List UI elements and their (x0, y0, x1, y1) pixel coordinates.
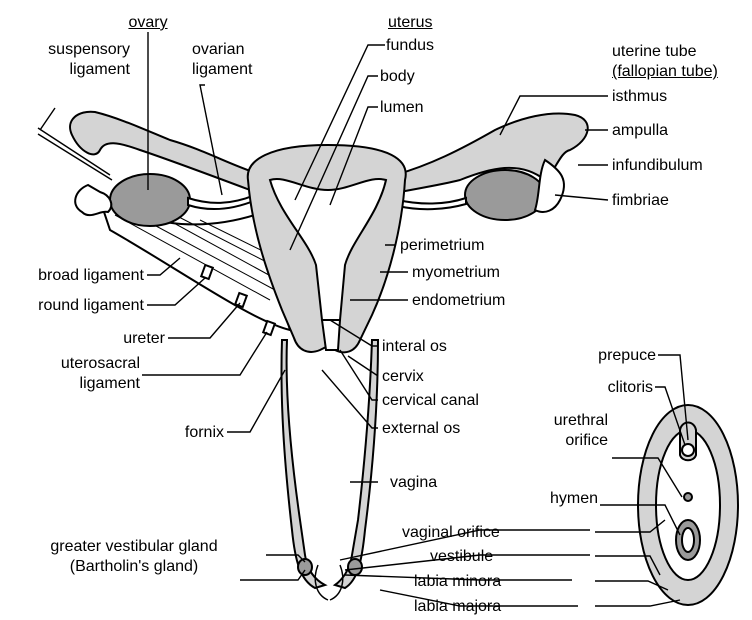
label-clitoris: clitoris (560, 379, 653, 396)
label-round-ligament: round ligament (0, 297, 144, 314)
left-ovarian-ligament-cord (188, 195, 256, 209)
right-bartholin-gland (348, 559, 362, 575)
label-suspensory-1: suspensory (10, 41, 130, 58)
label-suspensory-2: ligament (10, 61, 130, 78)
label-greater-vestibular-1: greater vestibular gland (0, 538, 268, 555)
vagina-walls (281, 340, 325, 588)
label-perimetrium: perimetrium (400, 237, 484, 254)
label-urethral-2: orifice (520, 432, 608, 449)
label-ovarian-ligament-1: ovarian (192, 41, 244, 58)
label-external-os: external os (382, 420, 460, 437)
label-labia-majora: labia majora (414, 598, 501, 615)
label-hymen: hymen (520, 490, 598, 507)
label-urethral-1: urethral (520, 412, 608, 429)
urethral-orifice-dot (684, 493, 692, 501)
label-infundibulum: infundibulum (612, 157, 703, 174)
label-fornix: fornix (150, 424, 224, 441)
label-greater-vestibular-2: (Bartholin's gland) (0, 558, 268, 575)
label-fundus: fundus (386, 37, 434, 54)
vaginal-orifice-shape (682, 528, 694, 552)
left-ovary (110, 174, 190, 226)
label-labia-minora: labia minora (414, 573, 501, 590)
label-vestibule: vestibule (430, 548, 493, 565)
label-uterus: uterus (388, 14, 432, 31)
clitoris-glans (682, 444, 694, 456)
label-ureter: ureter (60, 330, 165, 347)
label-ovarian-ligament-2: ligament (192, 61, 252, 78)
label-vagina: vagina (390, 474, 437, 491)
label-lumen: lumen (380, 99, 424, 116)
left-fimbriae (75, 185, 111, 215)
label-myometrium: myometrium (412, 264, 500, 281)
label-uterine-tube-2: (fallopian tube) (612, 63, 718, 80)
label-cervix: cervix (382, 368, 424, 385)
label-ovary: ovary (118, 14, 178, 31)
label-vaginal-orifice: vaginal orifice (402, 524, 500, 541)
label-cervical-canal: cervical canal (382, 392, 479, 409)
right-ovarian-ligament-cord (398, 198, 466, 209)
label-ampulla: ampulla (612, 122, 668, 139)
label-interal-os: interal os (382, 338, 447, 355)
label-body: body (380, 68, 415, 85)
label-uterosacral-2: ligament (20, 375, 140, 392)
label-fimbriae: fimbriae (612, 192, 669, 209)
label-uterine-tube-1: uterine tube (612, 43, 697, 60)
right-ovary (465, 170, 545, 220)
label-prepuce: prepuce (560, 347, 656, 364)
label-broad-ligament: broad ligament (0, 267, 144, 284)
label-isthmus: isthmus (612, 88, 667, 105)
label-endometrium: endometrium (412, 292, 505, 309)
label-uterosacral-1: uterosacral (20, 355, 140, 372)
